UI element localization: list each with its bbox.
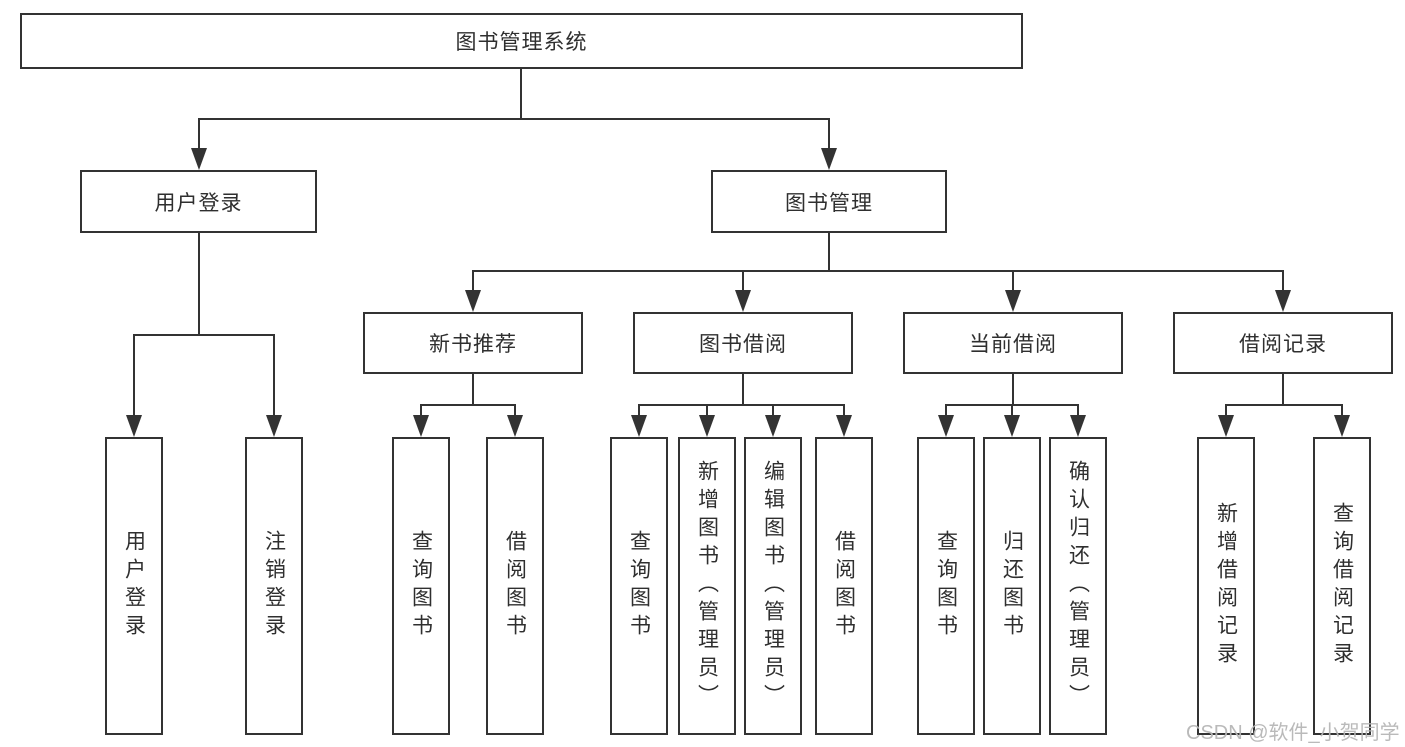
- connector-line: [198, 233, 200, 336]
- connector-line: [772, 404, 774, 418]
- leaf-borrow-query-books: 查询图书: [610, 437, 668, 735]
- connector-line: [1012, 270, 1014, 292]
- connector-line: [945, 404, 947, 418]
- connector-line: [1282, 374, 1284, 406]
- arrowhead-icon: [699, 415, 715, 437]
- leaf-recommend-query-books: 查询图书: [392, 437, 450, 735]
- connector-line: [828, 233, 830, 272]
- connector-line: [638, 404, 845, 406]
- connector-line: [472, 270, 474, 292]
- arrowhead-icon: [1004, 415, 1020, 437]
- connector-line: [1077, 404, 1079, 418]
- leaf-logout: 注销登录: [245, 437, 303, 735]
- connector-line: [742, 270, 744, 292]
- node-book-management: 图书管理: [711, 170, 947, 233]
- leaf-borrow-books: 借阅图书: [815, 437, 873, 735]
- connector-line: [520, 69, 522, 119]
- node-user-login: 用户登录: [80, 170, 317, 233]
- arrowhead-icon: [765, 415, 781, 437]
- node-library-management-system: 图书管理系统: [20, 13, 1023, 69]
- csdn-watermark: CSDN @软件_小贺同学: [1186, 722, 1400, 744]
- node-new-book-recommend: 新书推荐: [363, 312, 583, 374]
- leaf-query-borrow-record: 查询借阅记录: [1313, 437, 1371, 735]
- connector-line: [198, 118, 200, 150]
- leaf-add-borrow-record: 新增借阅记录: [1197, 437, 1255, 735]
- connector-line: [420, 404, 422, 418]
- connector-line: [1282, 270, 1284, 292]
- arrowhead-icon: [735, 290, 751, 312]
- connector-line: [1011, 404, 1013, 418]
- connector-line: [742, 374, 744, 406]
- node-borrowing-records: 借阅记录: [1173, 312, 1393, 374]
- connector-line: [472, 270, 1284, 272]
- connector-line: [273, 334, 275, 417]
- connector-line: [706, 404, 708, 418]
- connector-line: [1225, 404, 1343, 406]
- arrowhead-icon: [465, 290, 481, 312]
- arrowhead-icon: [1070, 415, 1086, 437]
- arrowhead-icon: [836, 415, 852, 437]
- arrowhead-icon: [821, 148, 837, 170]
- leaf-edit-books-admin: 编辑图书（管理员）: [744, 437, 802, 735]
- arrowhead-icon: [1005, 290, 1021, 312]
- connector-line: [133, 334, 135, 417]
- connector-line: [828, 118, 830, 150]
- arrowhead-icon: [413, 415, 429, 437]
- leaf-return-books: 归还图书: [983, 437, 1041, 735]
- arrowhead-icon: [507, 415, 523, 437]
- connector-line: [514, 404, 516, 418]
- arrowhead-icon: [631, 415, 647, 437]
- connector-line: [1225, 404, 1227, 418]
- arrowhead-icon: [126, 415, 142, 437]
- arrowhead-icon: [266, 415, 282, 437]
- node-current-borrowing: 当前借阅: [903, 312, 1123, 374]
- connector-line: [133, 334, 275, 336]
- leaf-current-query-books: 查询图书: [917, 437, 975, 735]
- connector-line: [638, 404, 640, 418]
- leaf-recommend-borrow-books: 借阅图书: [486, 437, 544, 735]
- connector-line: [472, 374, 474, 406]
- connector-line: [843, 404, 845, 418]
- arrowhead-icon: [938, 415, 954, 437]
- leaf-add-books-admin: 新增图书（管理员）: [678, 437, 736, 735]
- connector-line: [420, 404, 516, 406]
- arrowhead-icon: [1218, 415, 1234, 437]
- leaf-confirm-return-admin: 确认归还（管理员）: [1049, 437, 1107, 735]
- leaf-user-login: 用户登录: [105, 437, 163, 735]
- node-book-borrowing: 图书借阅: [633, 312, 853, 374]
- arrowhead-icon: [1275, 290, 1291, 312]
- arrowhead-icon: [191, 148, 207, 170]
- connector-line: [198, 118, 830, 120]
- connector-line: [1341, 404, 1343, 418]
- arrowhead-icon: [1334, 415, 1350, 437]
- connector-line: [1012, 374, 1014, 406]
